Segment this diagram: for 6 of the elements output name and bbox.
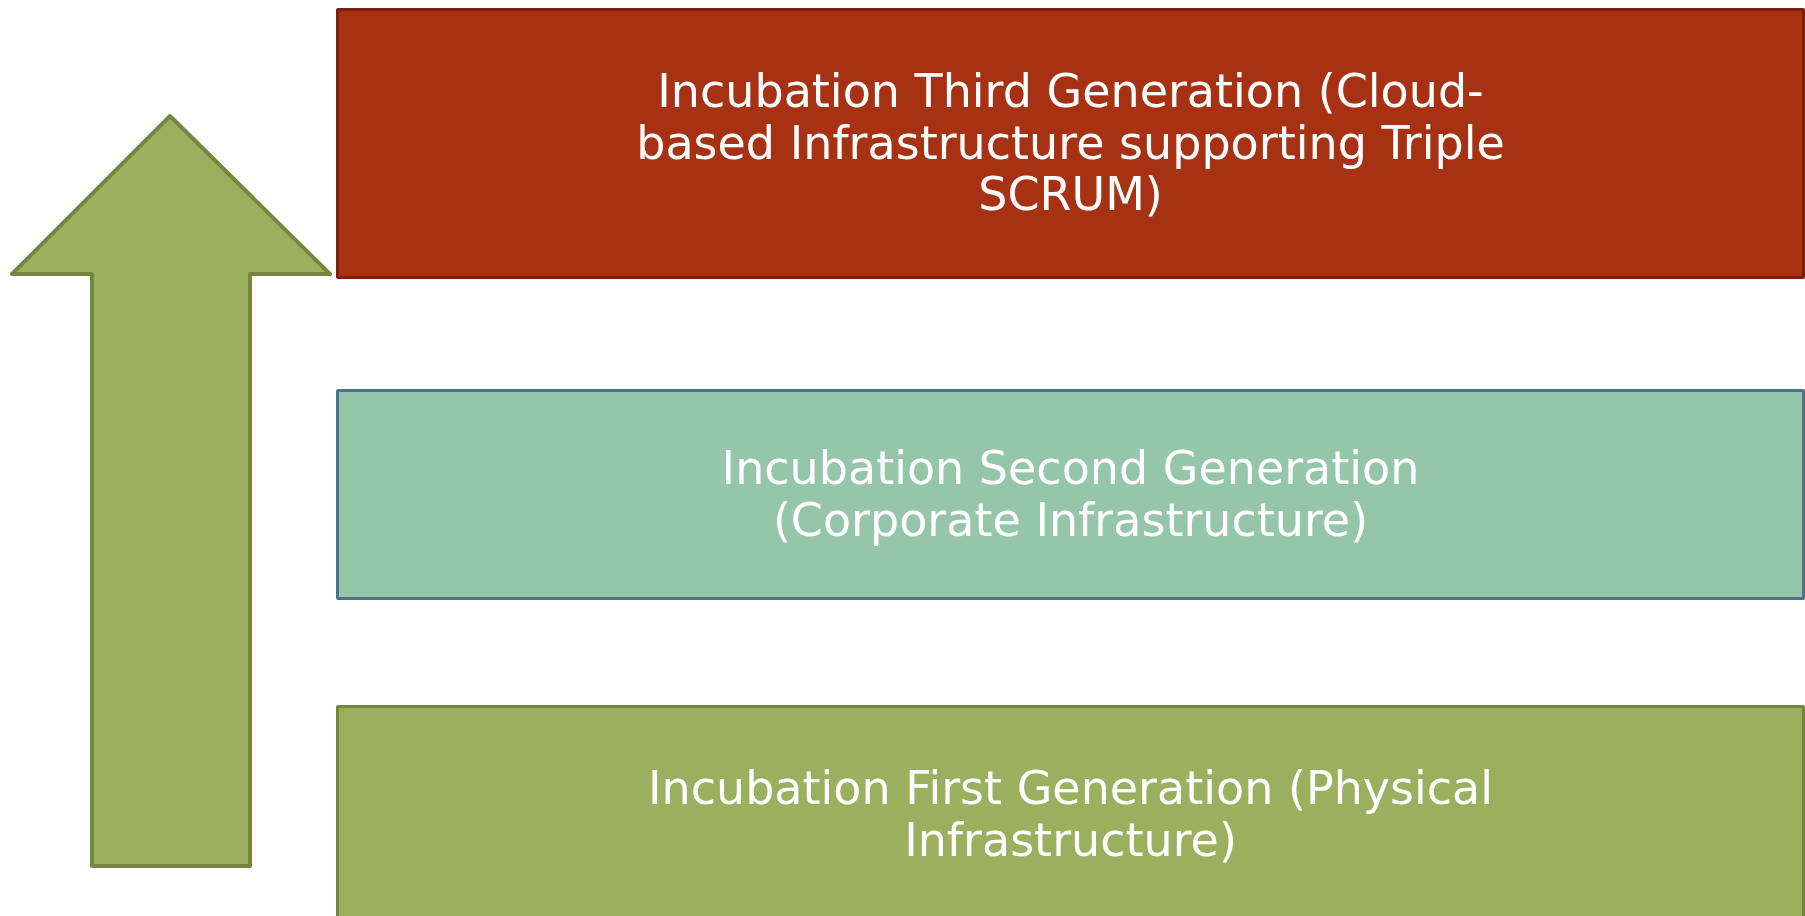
stage-label: Incubation Third Generation (Cloud-based Infrastructure supporting Triple SCRUM): [635, 65, 1506, 222]
stage-label: Incubation Second Generation (Corporate Infrastructure): [720, 442, 1421, 547]
stage-box: [336, 8, 1805, 279]
stage-box: [336, 705, 1805, 916]
stage-box: [336, 389, 1805, 600]
stage-label: Incubation First Generation (Physical Infrastructure): [647, 763, 1494, 867]
